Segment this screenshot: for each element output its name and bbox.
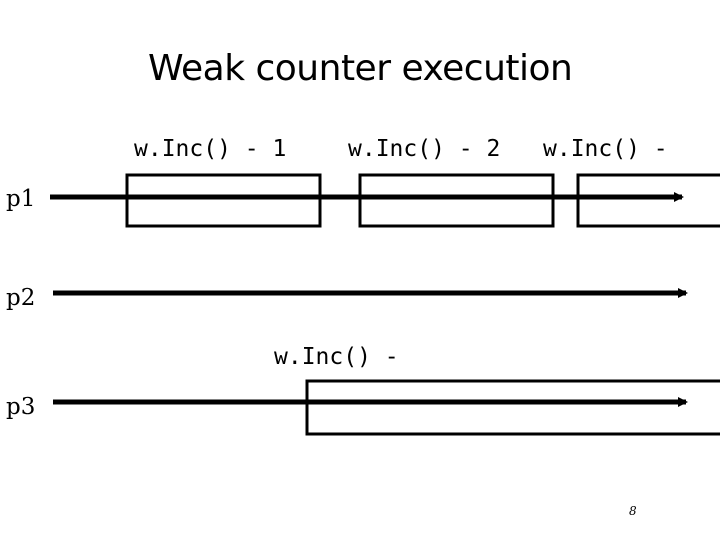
op-interval-p1-2 <box>358 173 555 228</box>
process-label-p3: p3 <box>6 394 36 420</box>
page-number: 8 <box>629 504 637 518</box>
process-label-p2: p2 <box>6 285 36 311</box>
op-interval-p1-1 <box>125 173 322 228</box>
op-label-p3-1: w.Inc() - <box>274 344 399 370</box>
op-label-p1-1: w.Inc() - 1 <box>134 136 287 162</box>
process-label-p1: p1 <box>6 186 36 212</box>
op-label-p1-3: w.Inc() - <box>543 136 668 162</box>
op-interval-p1-3 <box>576 173 720 228</box>
op-interval-p3-1 <box>305 379 720 436</box>
slide-title: Weak counter execution <box>148 48 573 89</box>
op-label-p1-2: w.Inc() - 2 <box>348 136 501 162</box>
